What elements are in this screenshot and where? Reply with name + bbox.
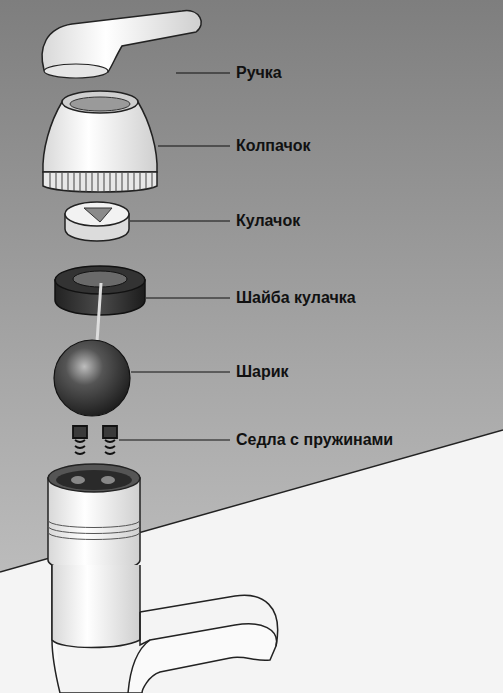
counter-edge (0, 430, 503, 572)
part-label: Ручка (236, 63, 282, 83)
faucet-body (48, 464, 278, 693)
cap (43, 91, 157, 192)
ball (54, 283, 130, 416)
label-slot: Шарик (236, 362, 289, 382)
part-label: Шарик (236, 362, 289, 382)
part-label: Седла с пружинами (236, 430, 393, 450)
label-slot: Колпачок (236, 136, 311, 156)
seats-springs (73, 426, 117, 454)
label-slot: Седла с пружинами (236, 430, 393, 450)
part-label: Кулачок (236, 211, 300, 231)
label-slot: Кулачок (236, 211, 300, 231)
cam (65, 202, 129, 241)
part-label: Шайба кулачка (236, 288, 356, 308)
label-slot: Шайба кулачка (236, 288, 356, 308)
leader-lines (119, 73, 230, 440)
handle (42, 11, 201, 78)
counter-top (0, 430, 503, 693)
label-slot: Ручка (236, 63, 282, 83)
part-label: Колпачок (236, 136, 311, 156)
